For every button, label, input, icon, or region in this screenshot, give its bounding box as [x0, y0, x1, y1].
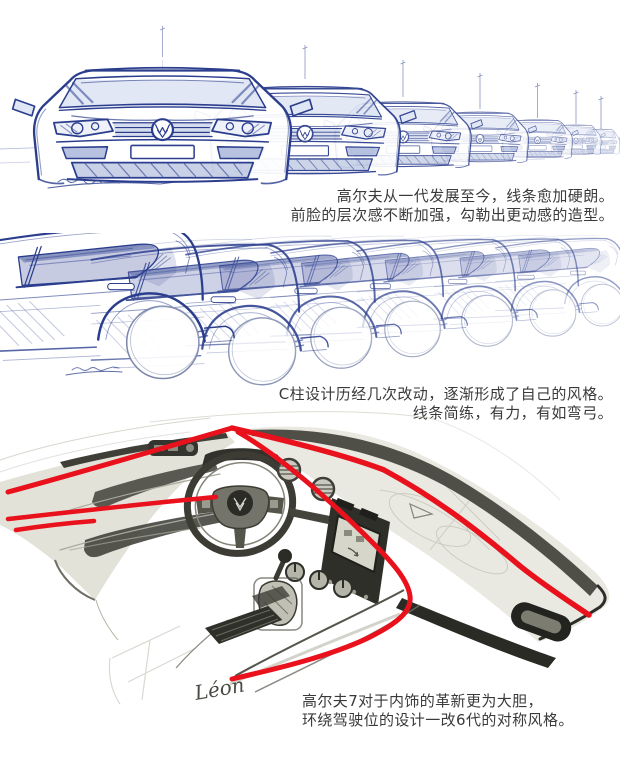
interior-signature: Léon	[192, 673, 246, 705]
designer-signature-squiggle	[47, 178, 177, 189]
red-line-door-lower	[13, 518, 97, 533]
red-line-console-wrap	[229, 429, 413, 682]
dash-vent-winglet	[409, 502, 434, 519]
climate-knobs	[285, 562, 353, 598]
dash-top-band	[250, 429, 598, 596]
c-pillar-sketch	[0, 233, 620, 386]
caption-line: C柱设计历经几次改动，逐渐形成了自己的风格。	[278, 385, 613, 403]
windshield-lines	[0, 411, 561, 501]
designer-signature-squiggle	[65, 366, 123, 376]
wiper-stalk	[290, 508, 330, 524]
caption-line: 前脸的层次感不断加强，勾勒出更动感的造型。	[290, 206, 614, 224]
shift-knob	[278, 549, 292, 563]
glovebox-underside	[396, 598, 556, 668]
caption-line: 环绕驾驶位的设计一改6代的对称风格。	[302, 711, 574, 729]
golf-generation-cars	[11, 66, 620, 185]
vw-badge	[227, 490, 253, 516]
front-lineup-sketch	[0, 26, 620, 189]
c-pillar-generation-cars	[0, 233, 620, 386]
red-line-dash-sweep	[229, 425, 592, 618]
door-panel	[0, 432, 235, 641]
golf7-front	[11, 66, 314, 185]
red-line-door-mid	[5, 494, 219, 522]
red-line-door-top	[5, 425, 235, 495]
seat-construction-lines	[108, 625, 197, 705]
steering-wheel	[183, 448, 330, 557]
center-stack	[320, 497, 390, 605]
caption-line: 线条简练，有力，有如弯弓。	[412, 404, 613, 422]
caption-interior: 高尔夫7对于内饰的革新更为大胆， 环绕驾驶位的设计一改6代的对称风格。	[302, 692, 574, 730]
console-tray	[205, 606, 282, 644]
glovebox-handle	[511, 602, 572, 642]
red-accent-lines	[5, 425, 592, 682]
caption-line: 高尔夫7对于内饰的革新更为大胆，	[302, 692, 543, 710]
interior-sketch: Léon	[0, 411, 610, 705]
caption-line: 高尔夫从一代发展至今，线条愈加硬朗。	[336, 187, 614, 205]
c-pillar-gen3	[356, 234, 539, 348]
caption-front-evolution: 高尔夫从一代发展至今，线条愈加硬朗。 前脸的层次感不断加强，勾勒出更动感的造型。	[291, 187, 614, 225]
caption-c-pillar: C柱设计历经几次改动，逐渐形成了自己的风格。 线条简练，有力，有如弯弓。	[279, 385, 613, 423]
